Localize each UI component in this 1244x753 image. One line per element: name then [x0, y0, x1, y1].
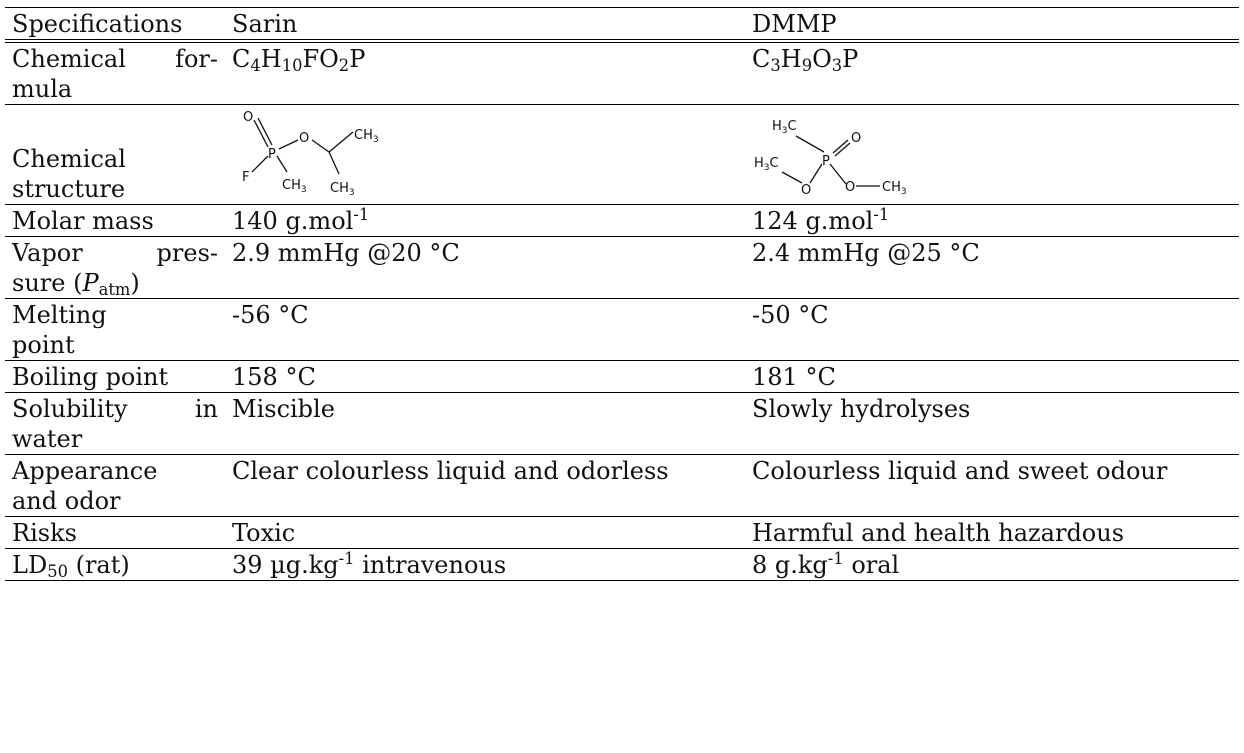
value-sup: -1 — [353, 205, 370, 225]
row-label-ld50: LD50 (rat) — [12, 551, 130, 582]
formula-part: H — [780, 45, 802, 73]
sarin-ld50: 39 µg.kg-1 intravenous — [225, 549, 745, 580]
label-line: Solubility in — [12, 395, 218, 423]
table-row-solubility: Solubility in water Miscible Slowly hydr… — [5, 393, 1239, 455]
value-sup: -1 — [873, 205, 890, 225]
dmmp-structure-diagram: H3C O P H3C O O CH3 — [754, 119, 907, 198]
atom-label: O — [243, 110, 253, 125]
table-row-vapor-pressure: Vapor pres- sure (Patm) 2.9 mmHg @20 °C … — [5, 237, 1239, 299]
label-line: Melting — [12, 301, 107, 329]
atom-label: P — [822, 154, 830, 169]
table-row-appearance: Appearance and odor Clear colourless liq… — [5, 455, 1239, 517]
header-sarin: Sarin — [232, 10, 298, 38]
dmmp-melting-point: -50 °C — [752, 301, 829, 329]
formula-sub: 10 — [281, 56, 303, 76]
atom-label: H3C — [772, 119, 797, 136]
table-row-boiling-point: Boiling point 158 °C 181 °C — [5, 361, 1239, 393]
sarin-risks: Toxic — [232, 519, 296, 547]
atom-label: P — [268, 147, 276, 162]
row-label-risks: Risks — [12, 519, 77, 547]
table-row-formula: Chemical for- mula C4H10FO2P C3H9O3P — [5, 43, 1239, 105]
label-line: water — [12, 425, 83, 453]
sarin-vapor-pressure: 2.9 mmHg @20 °C — [232, 239, 460, 267]
formula-part: C — [752, 45, 771, 73]
table-row-molar-mass: Molar mass 140 g.mol-1 124 g.mol-1 — [5, 205, 1239, 237]
value-sup: -1 — [827, 549, 844, 569]
value-text: 124 g.mol — [752, 207, 874, 235]
sarin-appearance: Clear colourless liquid and odorless — [232, 457, 669, 485]
value-text: oral — [843, 551, 900, 579]
dmmp-vapor-pressure: 2.4 mmHg @25 °C — [752, 239, 980, 267]
formula-part: P — [349, 45, 366, 73]
dmmp-formula: C3H9O3P — [745, 43, 1239, 104]
formula-sub: 4 — [250, 56, 261, 76]
value-text: 39 µg.kg — [232, 551, 339, 579]
row-label-structure: Chemical structure — [5, 143, 225, 204]
table-row-melting-point: Melting point -56 °C -50 °C — [5, 299, 1239, 361]
formula-part: H — [260, 45, 282, 73]
dmmp-ld50: 8 g.kg-1 oral — [745, 549, 1239, 580]
label-line: Appearance — [12, 457, 158, 485]
atom-label: CH3 — [882, 180, 907, 197]
dmmp-risks: Harmful and health hazardous — [752, 519, 1125, 547]
formula-sub: 3 — [831, 56, 843, 76]
table-row-ld50: LD50 (rat) 39 µg.kg-1 intravenous 8 g.kg… — [5, 549, 1239, 581]
dmmp-boiling-point: 181 °C — [752, 363, 836, 391]
atom-label: O — [851, 131, 861, 146]
sarin-molar-mass: 140 g.mol-1 — [225, 205, 745, 236]
formula-sub: 9 — [801, 56, 813, 76]
sarin-structure-cell: O P O F CH3 CH3 CH3 — [225, 105, 745, 204]
atom-label: H3C — [754, 156, 779, 173]
value-text: intravenous — [354, 551, 507, 579]
atom-label: O — [801, 183, 811, 198]
label-line: sure (Patm) — [12, 269, 140, 300]
formula-sub: 2 — [338, 56, 350, 76]
sarin-formula: C4H10FO2P — [225, 43, 745, 104]
specifications-table: Specifications Sarin DMMP Chemical for- … — [5, 7, 1239, 581]
dmmp-appearance: Colourless liquid and sweet odour — [752, 457, 1168, 485]
atom-label: O — [299, 131, 309, 146]
label-line: structure — [12, 175, 126, 203]
label-line: Vapor pres- — [12, 239, 218, 267]
formula-part: C — [232, 45, 251, 73]
row-label-appearance: Appearance and odor — [5, 455, 225, 516]
formula-part: FO — [302, 45, 339, 73]
atom-label: CH3 — [354, 128, 379, 145]
table-row-risks: Risks Toxic Harmful and health hazardous — [5, 517, 1239, 549]
row-label-melting-point: Melting point — [5, 299, 225, 360]
value-text: 140 g.mol — [232, 207, 354, 235]
row-label-formula: Chemical for- mula — [5, 43, 225, 104]
value-text: 8 g.kg — [752, 551, 828, 579]
header-specifications: Specifications — [12, 10, 183, 38]
label-line: mula — [12, 75, 73, 103]
sarin-boiling-point: 158 °C — [232, 363, 316, 391]
table-row-structure: Chemical structure O P O F CH3 — [5, 105, 1239, 205]
sarin-solubility: Miscible — [232, 395, 335, 423]
value-sup: -1 — [338, 549, 355, 569]
label-line: Chemical — [12, 145, 126, 173]
atom-label: CH3 — [330, 181, 355, 198]
atom-label: O — [845, 180, 855, 195]
table-header-row: Specifications Sarin DMMP — [5, 7, 1239, 43]
row-label-molar-mass: Molar mass — [12, 207, 154, 235]
sarin-structure-diagram: O P O F CH3 CH3 CH3 — [242, 110, 379, 198]
row-label-vapor-pressure: Vapor pres- sure (Patm) — [5, 237, 225, 298]
sarin-melting-point: -56 °C — [232, 301, 309, 329]
formula-sub: 3 — [770, 56, 781, 76]
atom-label: F — [242, 170, 249, 185]
formula-part: P — [842, 45, 859, 73]
label-line: and odor — [12, 487, 121, 515]
row-label-boiling-point: Boiling point — [12, 363, 169, 391]
label-line: point — [12, 331, 75, 359]
dmmp-molar-mass: 124 g.mol-1 — [745, 205, 1239, 236]
atom-label: CH3 — [282, 178, 307, 195]
label-line: Chemical for- — [12, 45, 218, 73]
dmmp-structure-cell: H3C O P H3C O O CH3 — [745, 105, 1239, 204]
row-label-solubility: Solubility in water — [5, 393, 225, 454]
header-dmmp: DMMP — [752, 10, 837, 38]
dmmp-solubility: Slowly hydrolyses — [752, 395, 971, 423]
formula-part: O — [812, 45, 832, 73]
